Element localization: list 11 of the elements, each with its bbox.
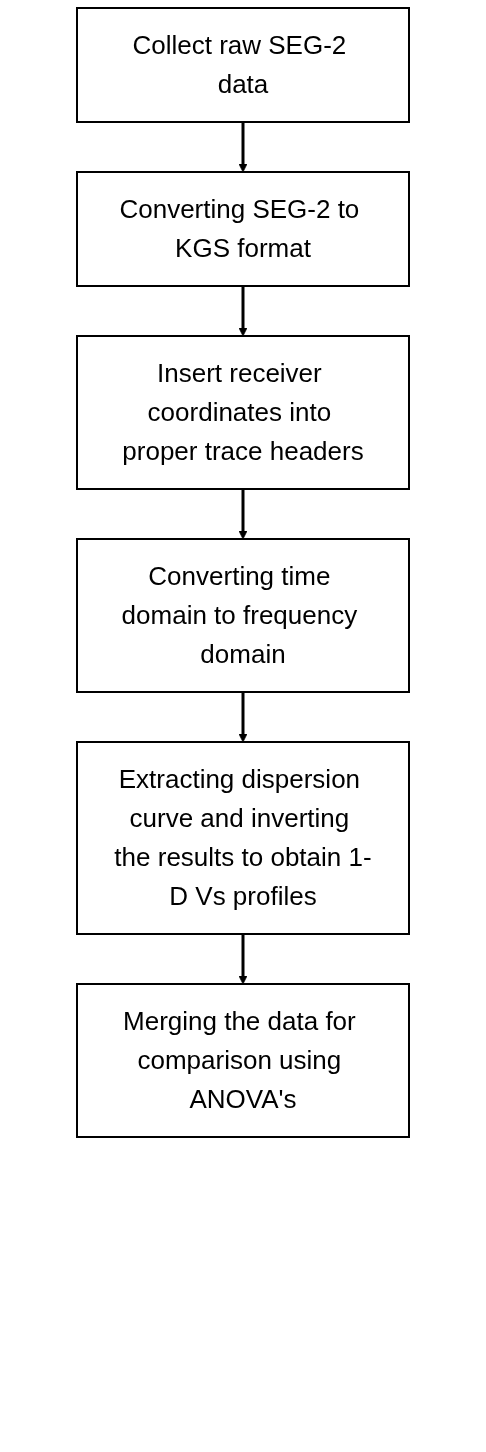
node-box: Insert receiver coordinates into proper trace headers [76,335,410,490]
arrow [238,286,248,337]
arrow [238,692,248,743]
arrow [238,934,248,985]
node-box: Extracting dispersion curve and inverting the results to obtain 1-D Vs profiles [76,741,410,935]
node-box: Converting SEG-2 to KGS format [76,171,410,287]
node-box: Merging the data for comparison using ANOVA's [76,983,410,1138]
arrow [238,122,248,173]
node-box: Converting time domain to frequency domain [76,538,410,693]
arrow [238,489,248,540]
node-box: Collect raw SEG-2 data [76,7,410,123]
